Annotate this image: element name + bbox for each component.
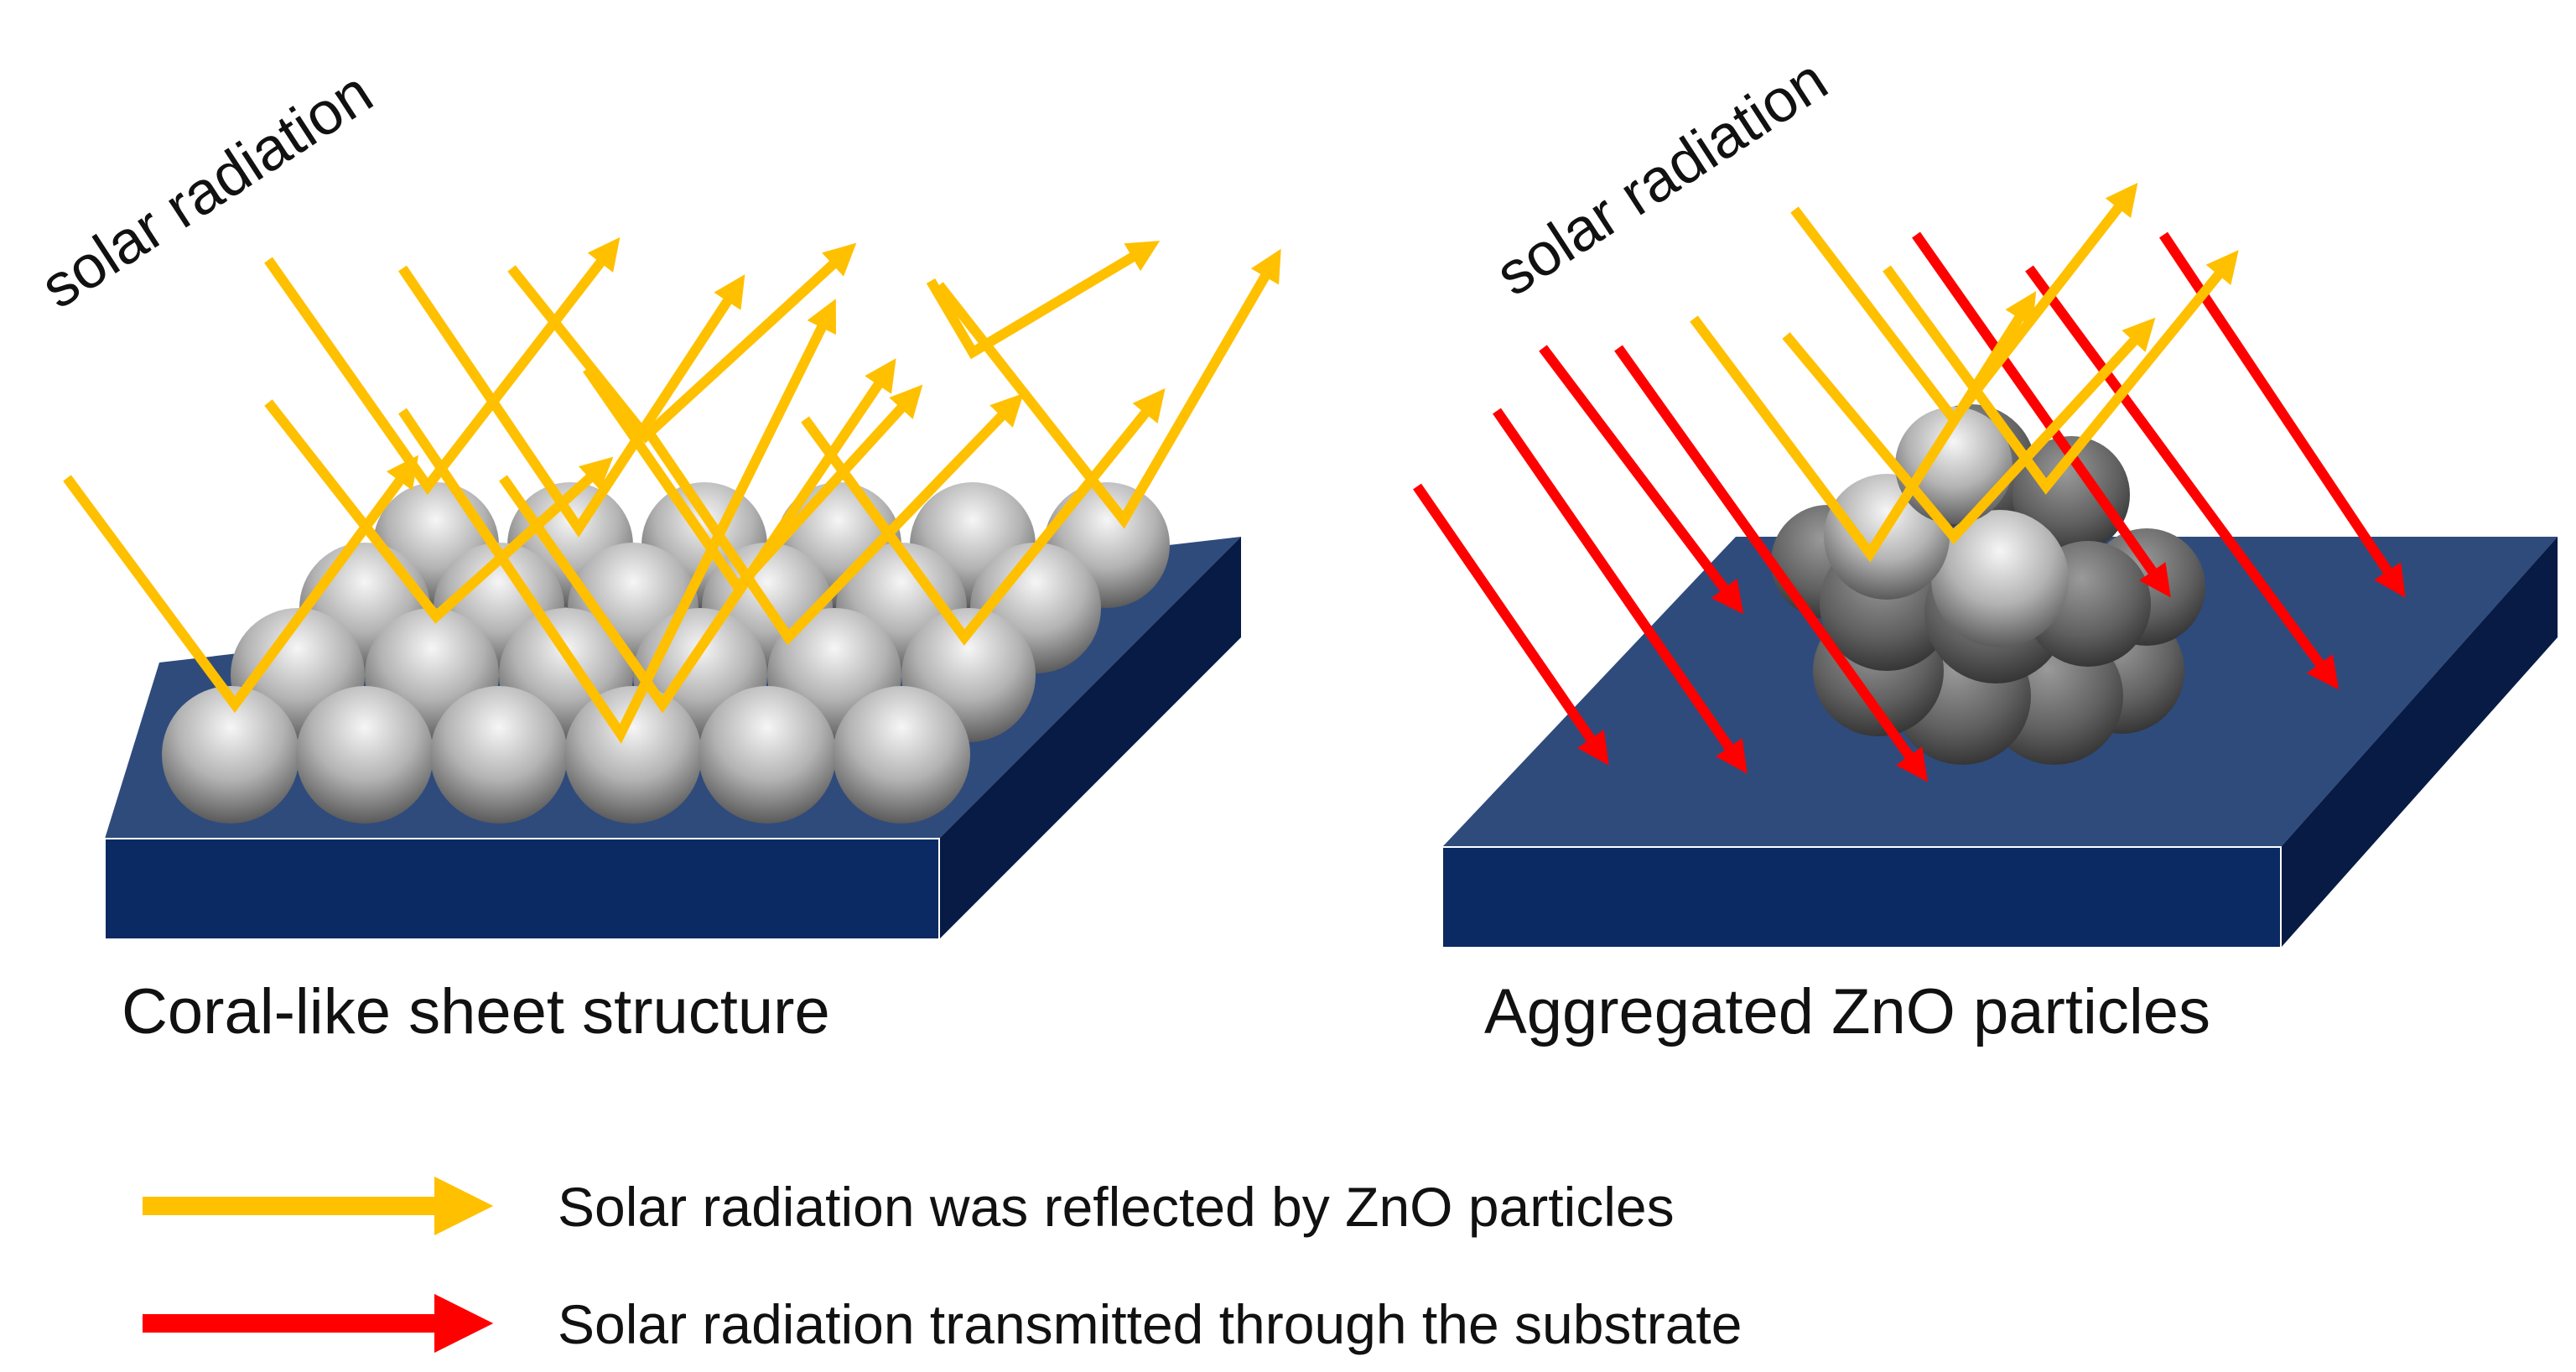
reflected-arrow <box>264 236 621 496</box>
transmitted-arrow <box>1493 408 1748 774</box>
zno-particle <box>430 686 568 824</box>
right-solar-radiation-label: solar radiation <box>1484 46 1839 309</box>
right-transmitted-arrows <box>1413 231 2406 782</box>
legend: Solar radiation was reflected by ZnO par… <box>143 1176 1742 1355</box>
left-substrate-front <box>104 838 940 940</box>
reflected-arrow <box>1782 317 2156 545</box>
reflected-arrow <box>507 242 857 444</box>
zno-particle <box>699 686 836 824</box>
reflected-arrow <box>935 248 1281 529</box>
reflected-arrow <box>1883 250 2239 495</box>
zno-particle <box>1931 510 2069 647</box>
right-reflected-arrows <box>1690 182 2239 563</box>
left-substrate-side <box>939 537 1241 939</box>
left-solar-radiation-label: solar radiation <box>29 59 384 321</box>
reflected-arrow <box>398 299 836 744</box>
legend-reflected-text: Solar radiation was reflected by ZnO par… <box>558 1176 1675 1238</box>
zno-particle <box>162 686 299 824</box>
right-panel-caption: Aggregated ZnO particles <box>1484 976 2210 1047</box>
transmitted-arrow <box>2025 265 2340 690</box>
reflected-arrow <box>264 399 614 624</box>
transmitted-arrow <box>1912 231 2171 598</box>
right-substrate-front <box>1441 846 2282 948</box>
legend-transmitted-text: Solar radiation transmitted through the … <box>558 1293 1742 1355</box>
right-aggregated-cluster <box>1771 404 2205 765</box>
zno-particle <box>564 686 702 824</box>
zno-particle <box>296 686 434 824</box>
transmitted-arrow <box>2159 231 2406 598</box>
left-panel-caption: Coral-like sheet structure <box>122 976 830 1047</box>
reflected-arrow <box>398 265 745 538</box>
reflected-arrow <box>499 358 896 714</box>
reflected-arrow <box>926 241 1161 360</box>
transmitted-arrow <box>1539 345 1744 615</box>
zno-particle <box>833 686 970 824</box>
left-reflected-arrows <box>63 236 1281 744</box>
transmitted-arrow <box>1413 483 1609 766</box>
reflected-arrow <box>641 392 1024 646</box>
reflected-arrow <box>63 455 419 714</box>
reflected-arrow <box>1790 182 2138 428</box>
zno-particle <box>2012 436 2130 553</box>
right-substrate-side <box>2281 537 2558 948</box>
transmitted-arrow <box>1614 345 1928 782</box>
